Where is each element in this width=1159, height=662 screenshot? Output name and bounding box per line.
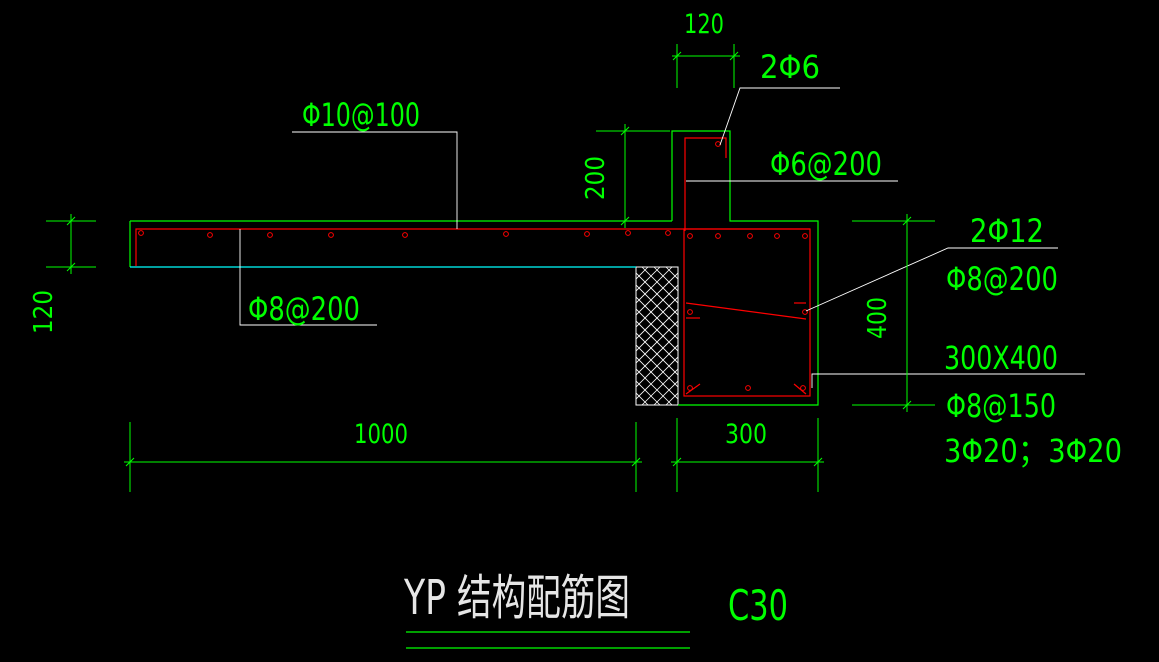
rebar-dot bbox=[328, 232, 334, 238]
rebar-dot bbox=[584, 231, 590, 237]
dim-slab-thickness: 120 bbox=[29, 290, 59, 334]
rebar-dot bbox=[207, 232, 213, 238]
dim-beam-height: 400 bbox=[863, 297, 893, 339]
rebar-dot bbox=[745, 385, 751, 391]
dim-stub-width: 120 bbox=[684, 9, 724, 40]
label-slab-top: Φ10@100 bbox=[302, 96, 420, 134]
wall-support bbox=[635, 266, 679, 406]
label-beam-section: 300X400 bbox=[944, 339, 1058, 377]
concrete-grade: C30 bbox=[728, 581, 788, 630]
rebar-dot bbox=[774, 233, 780, 239]
label-beam-tie: Φ8@200 bbox=[946, 260, 1058, 298]
beam-stirrup bbox=[683, 228, 811, 397]
label-stub-stirrup: Φ6@200 bbox=[770, 145, 882, 183]
rebar-dot bbox=[715, 233, 721, 239]
rebar-dot bbox=[747, 233, 753, 239]
dim-stub-height: 200 bbox=[581, 156, 611, 200]
drawing-title: YP 结构配筋图 bbox=[403, 570, 630, 626]
label-beam-main-bars: 3Φ20；3Φ20 bbox=[944, 432, 1122, 470]
slab-top-bar bbox=[135, 228, 810, 266]
rebar-dot bbox=[625, 230, 631, 236]
label-slab-distribution: Φ8@200 bbox=[248, 290, 360, 328]
label-beam-side-bars: 2Φ12 bbox=[970, 212, 1044, 250]
dim-cantilever: 1000 bbox=[354, 419, 408, 450]
rebar-dot bbox=[687, 309, 693, 315]
rebar-dot bbox=[267, 232, 273, 238]
rebar-dot bbox=[802, 233, 808, 239]
stub-stirrup bbox=[684, 137, 727, 231]
rebar-dot bbox=[665, 230, 671, 236]
label-beam-stirrup: Φ8@150 bbox=[946, 387, 1056, 425]
rebar bbox=[135, 137, 811, 397]
concrete-outline bbox=[129, 130, 819, 406]
rebar-dot bbox=[802, 309, 808, 315]
dim-beam-width: 300 bbox=[725, 419, 767, 450]
rebar-dots bbox=[138, 141, 808, 391]
leader-lines bbox=[239, 87, 1085, 388]
rebar-dot bbox=[503, 231, 509, 237]
rebar-dot bbox=[715, 141, 721, 147]
rebar-dot bbox=[800, 385, 806, 391]
label-stub-bars: 2Φ6 bbox=[760, 48, 820, 86]
rebar-dot bbox=[687, 385, 693, 391]
rebar-dot bbox=[687, 233, 693, 239]
beam-tie bbox=[685, 302, 807, 320]
dimension-lines bbox=[46, 44, 935, 492]
rebar-dot bbox=[402, 232, 408, 238]
rebar-dot bbox=[138, 230, 144, 236]
